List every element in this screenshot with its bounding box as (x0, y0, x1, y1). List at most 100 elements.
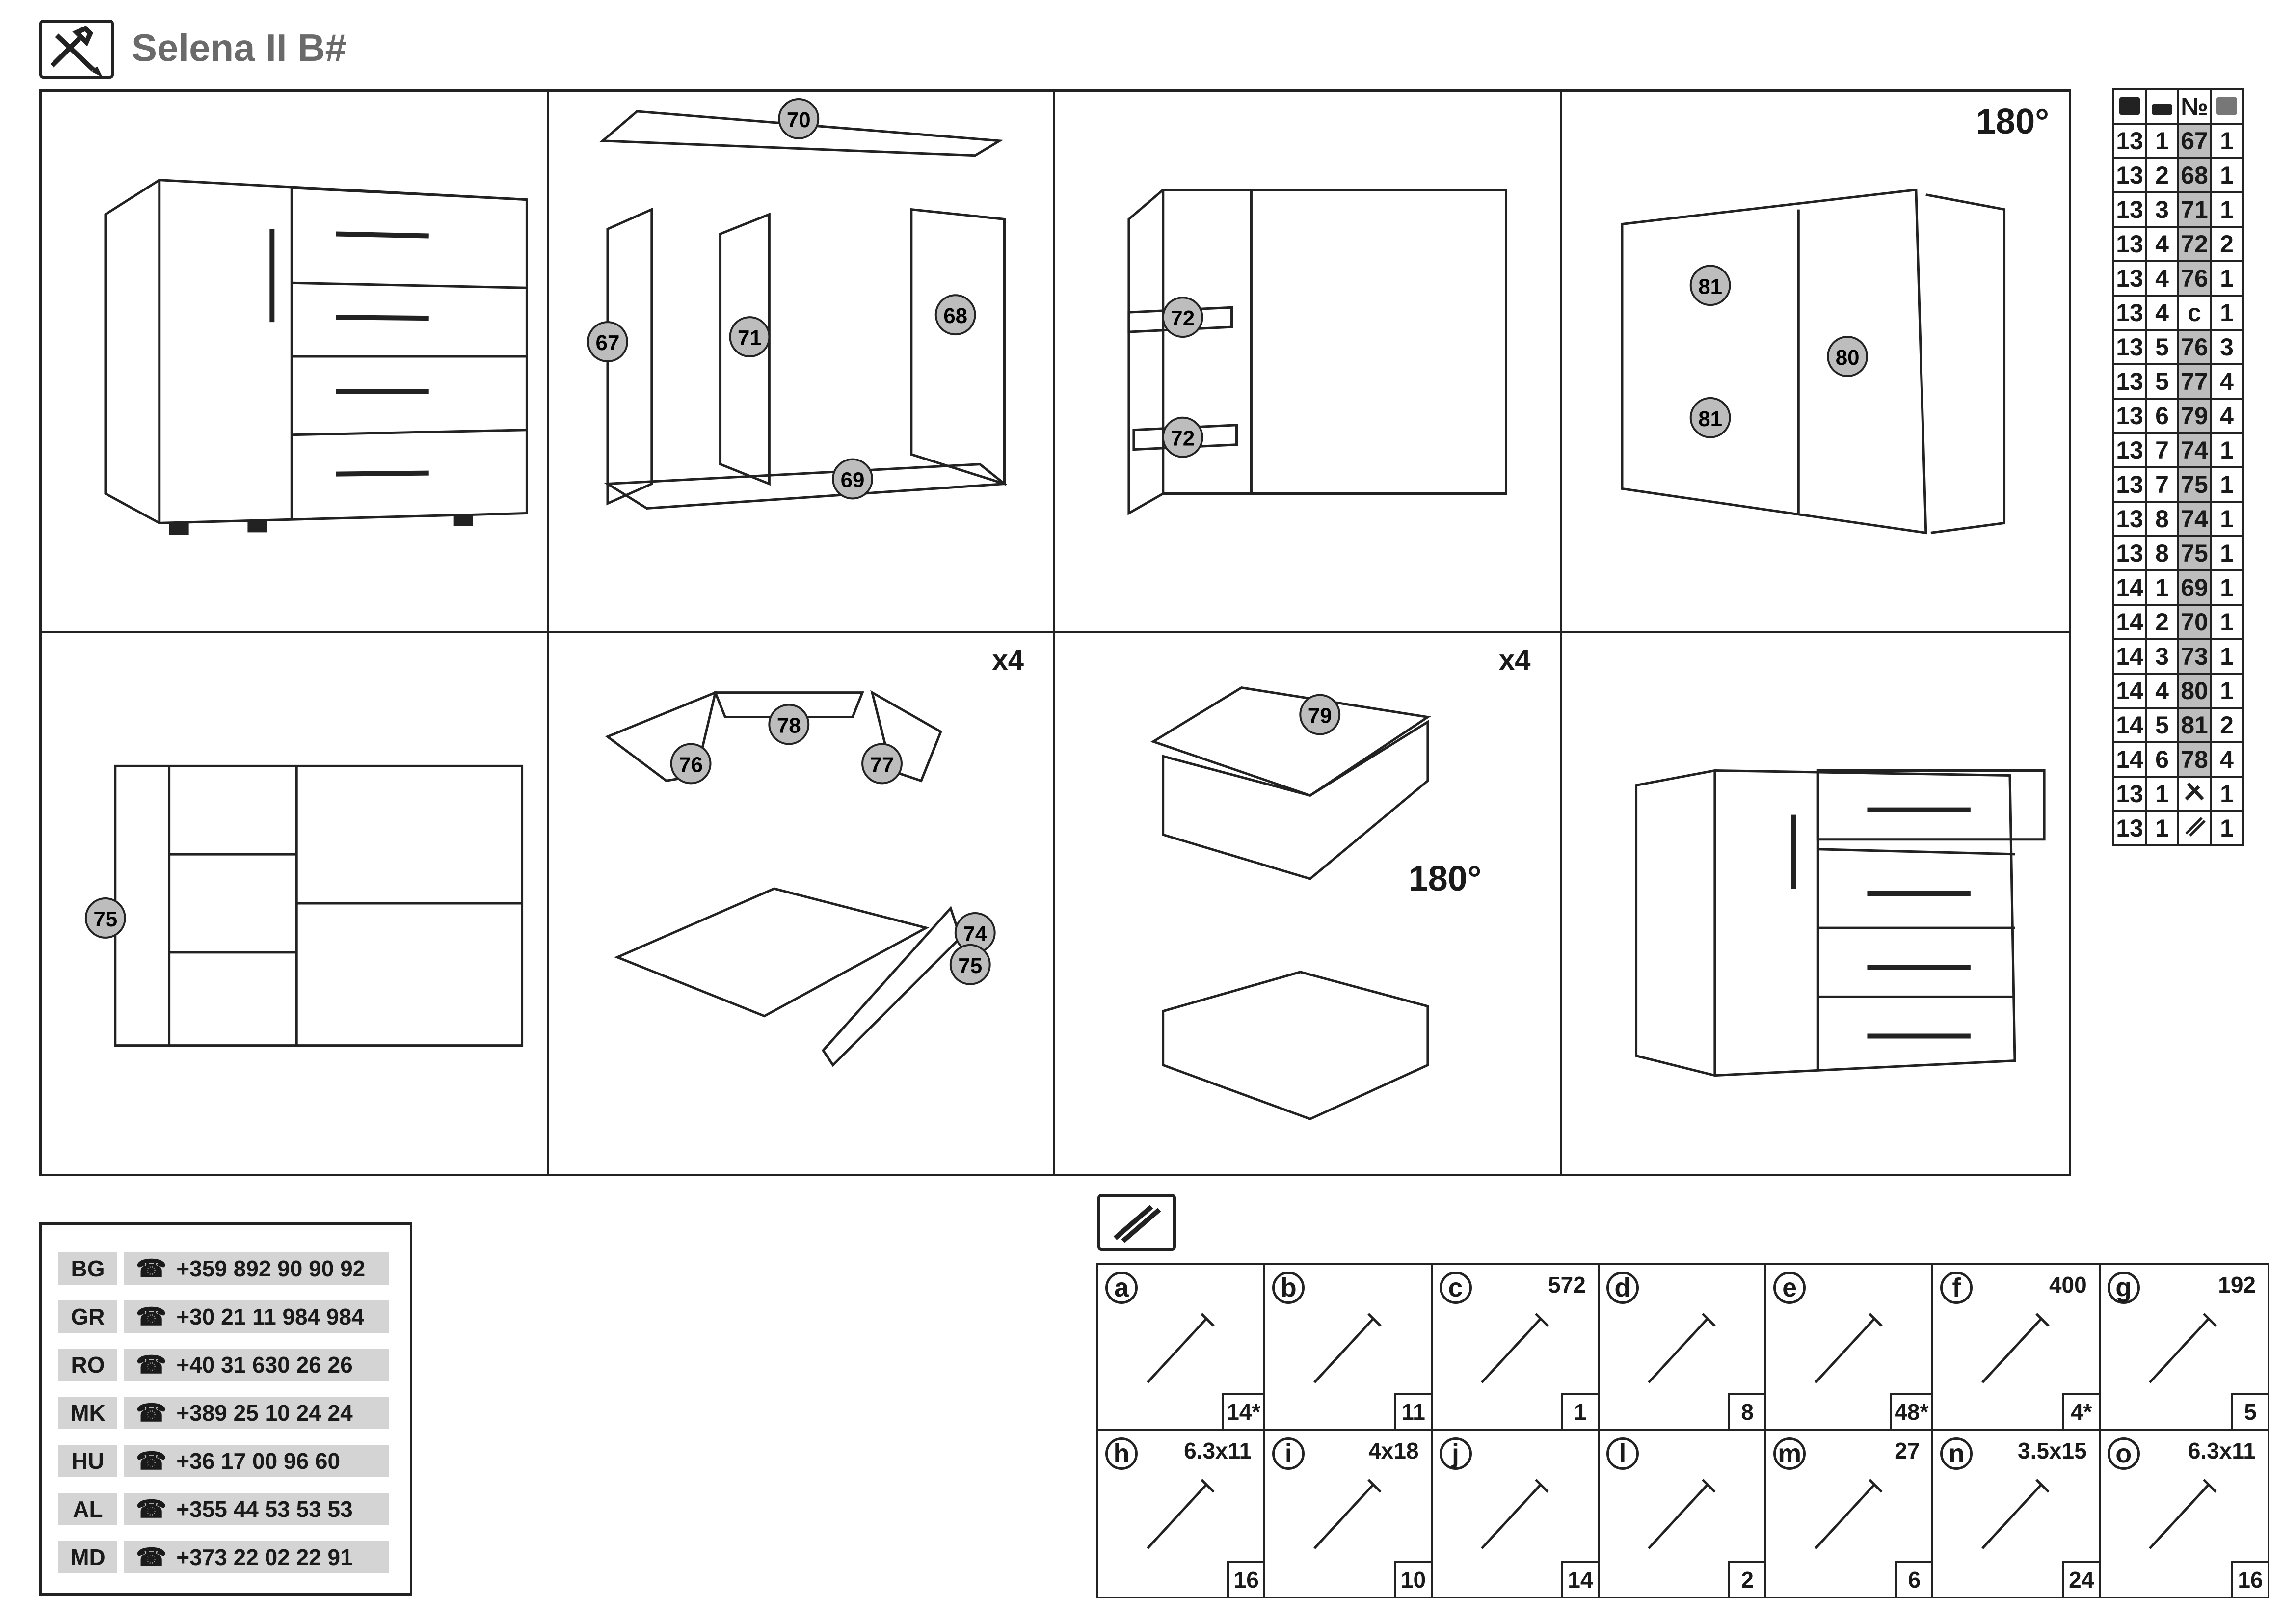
shelf-number: 4 (2145, 673, 2179, 709)
part-number: 75 (2177, 535, 2212, 571)
phone-number[interactable]: ☎ +373 22 02 22 91 (124, 1541, 389, 1573)
step-4: 180° 81 81 80 (1562, 92, 2069, 633)
hinge-icon (1648, 1479, 1716, 1549)
screw-icon (1147, 1479, 1215, 1549)
box-number: 13 (2112, 363, 2147, 400)
quantity: 1 (2210, 123, 2244, 159)
phone-number[interactable]: ☎+30 21 11 984 984 (124, 1300, 389, 1333)
hardware-letter: i (1272, 1437, 1305, 1470)
part-number: 71 (2177, 191, 2212, 228)
phone-icon: ☎ (136, 1495, 167, 1523)
phone-text: +30 21 11 984 984 (176, 1304, 364, 1329)
label: 79 (1308, 704, 1332, 728)
screw-icon (1313, 1479, 1382, 1549)
quantity: 4 (2210, 363, 2244, 400)
hardware-letter: m (1773, 1437, 1806, 1470)
box-number: 13 (2112, 501, 2147, 537)
step-2: 70 67 71 68 69 (548, 92, 1055, 633)
hardware-letter: e (1773, 1272, 1806, 1304)
phone-number[interactable]: ☎+359 892 90 90 92 (124, 1252, 389, 1285)
label: 78 (776, 714, 801, 738)
quantity: 3 (2210, 329, 2244, 365)
label: 70 (786, 108, 810, 132)
rotation-label: 180° (1976, 102, 2049, 141)
step-3: 72 72 (1055, 92, 1562, 633)
label: 80 (1835, 346, 1859, 370)
box-number: 13 (2112, 260, 2147, 297)
bumper-icon (1480, 1479, 1549, 1549)
part-number: c (2177, 295, 2212, 331)
shelf-number: 2 (2145, 157, 2179, 193)
hardware-quantity: 8 (1728, 1393, 1765, 1429)
hardware-quantity: 5 (2231, 1393, 2268, 1429)
quantity: 1 (2210, 569, 2244, 606)
phone-number[interactable]: ☎+36 17 00 96 60 (124, 1445, 389, 1477)
multiplier-label: x4 (1498, 644, 1531, 676)
phone-icon: ☎ (136, 1351, 167, 1379)
part-number: 81 (2177, 707, 2212, 743)
part-number: 74 (2177, 501, 2212, 537)
shelf-number: 1 (2145, 776, 2179, 812)
phone-number[interactable]: ☎+355 44 53 53 53 (124, 1493, 389, 1525)
stack-icon (2145, 88, 2179, 125)
step-6: x4 78 76 77 74 75 (549, 633, 1055, 1174)
hardware-quantity: 48* (1890, 1393, 1932, 1429)
part-number: 72 (2177, 226, 2212, 262)
label: 72 (1171, 427, 1195, 451)
box-number: 13 (2112, 776, 2147, 812)
phone-icon: ☎ (136, 1543, 167, 1571)
shelf-number: 3 (2145, 191, 2179, 228)
multiplier-label: x4 (992, 644, 1024, 676)
box-number: 13 (2112, 157, 2147, 193)
box-number: 13 (2112, 191, 2147, 228)
hardware-quantity: 10 (1394, 1561, 1431, 1597)
step-7: x4 180° 79 (1055, 633, 1562, 1174)
shelf-number: 4 (2145, 226, 2179, 262)
hardware-letter: l (1606, 1437, 1639, 1470)
contact-row: AL☎+355 44 53 53 53 (58, 1485, 393, 1533)
hardware-quantity: 16 (1227, 1561, 1264, 1597)
shelf-number: 5 (2145, 329, 2179, 365)
phone-text: +36 17 00 96 60 (176, 1448, 341, 1474)
hardware-size: 572 (1548, 1272, 1586, 1298)
country-code: AL (58, 1493, 117, 1525)
part-number: 77 (2177, 363, 2212, 400)
label: 69 (840, 468, 864, 492)
box-number: 13 (2112, 123, 2147, 159)
hardware-quantity: 4* (2062, 1393, 2099, 1429)
phone-text: +373 22 02 22 91 (176, 1544, 353, 1570)
quantity: 1 (2210, 432, 2244, 468)
phone-icon: ☎ (136, 1255, 167, 1282)
part-number: 69 (2177, 569, 2212, 606)
screw-icon (1981, 1479, 2050, 1549)
country-code: MD (58, 1541, 117, 1573)
hardware-size: 400 (2049, 1272, 2087, 1298)
hardware-quantity: 6 (1895, 1561, 1932, 1597)
hardware-size: 192 (2218, 1272, 2256, 1298)
part-number: 79 (2177, 398, 2212, 434)
box-number: 14 (2112, 604, 2147, 640)
phone-number[interactable]: ☎+389 25 10 24 24 (124, 1397, 389, 1429)
part-number: 76 (2177, 260, 2212, 297)
shelf-number: 1 (2145, 123, 2179, 159)
header-number: № (2177, 88, 2212, 125)
page-title: Selena II B# (132, 26, 347, 69)
shelf-pin-icon (1648, 1313, 1716, 1383)
shelf-number: 5 (2145, 363, 2179, 400)
tools-icon (2177, 776, 2212, 812)
phone-number[interactable]: ☎+40 31 630 26 26 (124, 1349, 389, 1381)
